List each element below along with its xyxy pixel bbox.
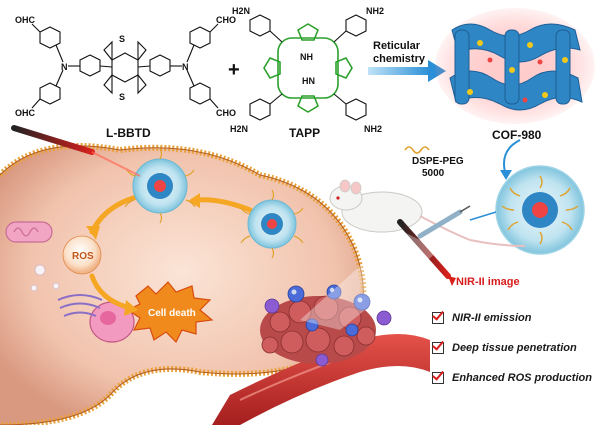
peg-label-line2: 5000 <box>422 168 445 179</box>
nir-ii-image-label: NIR-II image <box>456 276 520 288</box>
feature-label: Enhanced ROS production <box>452 372 592 384</box>
light-beam <box>300 230 440 330</box>
ohc-label-bottom: OHC <box>15 108 36 118</box>
tapp-atom-labels: H2N NH2 H2N NH2 NH HN <box>230 6 384 134</box>
cof-to-np-arrow <box>503 139 521 173</box>
syringe-icon <box>417 205 471 239</box>
feature-item-deep-tissue: Deep tissue penetration <box>432 342 577 354</box>
s-label-bottom: S <box>119 92 125 102</box>
feature-item-nir-emission: NIR-II emission <box>432 312 531 324</box>
feature-label: Deep tissue penetration <box>452 342 577 354</box>
laser-pointer-left <box>11 125 141 177</box>
plus-sign: + <box>228 59 240 81</box>
peg-chain-icon <box>404 146 430 154</box>
ros-sphere <box>62 235 102 275</box>
syringe-link-line <box>469 211 497 221</box>
tumor-tissue <box>260 295 376 364</box>
nanoparticle-outside-cell <box>240 189 304 259</box>
peg-label-line1: DSPE-PEG <box>412 156 464 167</box>
nanoparticle-in-cell <box>124 148 196 224</box>
tapp-structure <box>263 23 353 113</box>
nanoparticle-large <box>495 165 585 255</box>
cell-bubbles <box>30 264 60 292</box>
ros-label: ROS <box>72 251 94 262</box>
h2n-label-top: H2N <box>232 6 250 16</box>
hn-label: HN <box>302 76 315 86</box>
nh2-label-bottom: NH2 <box>364 124 382 134</box>
n-label-right: N <box>182 62 189 72</box>
checkbox-icon <box>432 372 444 384</box>
lbbtd-atom-labels: OHC OHC CHO CHO N N S S <box>15 15 236 118</box>
tumor-nanoparticles <box>264 284 392 367</box>
cof-980-framework <box>435 8 595 124</box>
feature-label: NIR-II emission <box>452 312 532 324</box>
nh-label: NH <box>300 52 313 62</box>
arrowhead-to-death <box>124 300 138 316</box>
mitochondrion <box>5 221 53 243</box>
lbbtd-label: L-BBTD <box>106 126 151 140</box>
h2n-label-bottom: H2N <box>230 124 248 134</box>
s-label-top: S <box>119 34 125 44</box>
laser-pointer-right <box>397 219 456 286</box>
reticular-label-line2: chemistry <box>373 53 426 65</box>
cell-death-label: Cell death <box>148 308 196 319</box>
checkbox-icon <box>432 342 444 354</box>
cho-label-top: CHO <box>216 15 236 25</box>
cell-death-burst <box>126 281 214 344</box>
feature-item-ros-production: Enhanced ROS production <box>432 372 592 384</box>
arrowhead-to-np <box>188 193 200 208</box>
reticular-label-line1: Reticular <box>373 40 421 52</box>
lbbtd-structure <box>31 23 219 109</box>
ohc-label-top: OHC <box>15 15 36 25</box>
cho-label-bottom: CHO <box>216 108 236 118</box>
cof-to-np-arrowhead <box>500 170 512 180</box>
tapp-aryls <box>249 14 367 121</box>
cof-980-label: COF-980 <box>492 128 542 142</box>
nh2-label-top: NH2 <box>366 6 384 16</box>
arrowhead-to-ros <box>86 226 100 240</box>
tapp-label: TAPP <box>289 126 321 140</box>
golgi-apparatus <box>57 294 103 317</box>
n-label-left: N <box>61 62 68 72</box>
checkbox-icon <box>432 312 444 324</box>
